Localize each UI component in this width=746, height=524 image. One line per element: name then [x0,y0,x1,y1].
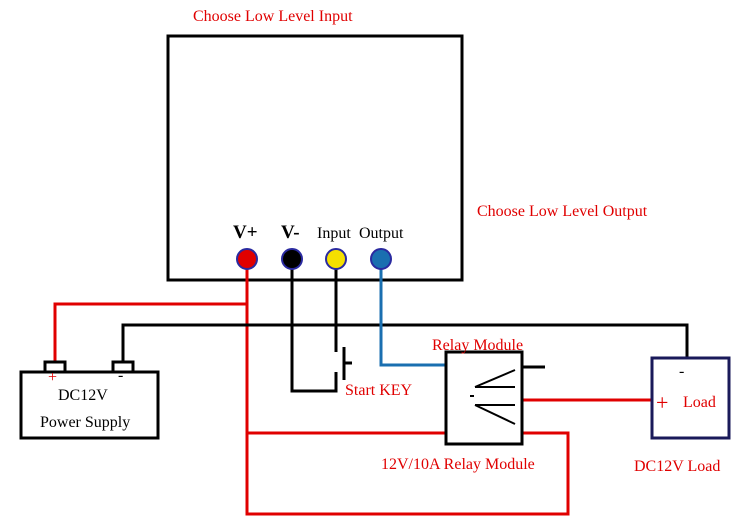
load-label: Load [683,394,716,411]
choose-low-output-label: Choose Low Level Output [477,203,648,220]
terminal-output [370,248,392,270]
supply-plus-label: + [48,369,57,386]
choose-low-input-label: Choose Low Level Input [193,8,353,25]
vplus-label: V+ [233,222,258,243]
relay-module [444,350,524,446]
terminal-vplus [236,248,258,270]
input-label: Input [317,225,351,242]
start-key-label: Start KEY [345,382,413,399]
wire-output [379,259,446,367]
supply-line2-label: Power Supply [40,414,130,431]
vminus-label: V- [281,222,300,243]
wire-positive [53,259,652,516]
start-key-switch [342,347,352,380]
load-minus-label: - [679,363,684,380]
terminal-input [325,248,347,270]
wire-ground [121,259,689,393]
load-caption: DC12V Load [634,458,720,475]
output-label: Output [359,225,404,242]
load-plus-label: + [656,390,668,415]
relay-module-label: Relay Module [432,337,523,354]
supply-line1-label: DC12V [58,387,108,404]
controller-box [166,34,464,282]
load-box [650,356,731,440]
terminal-vminus [281,248,303,270]
power-supply [19,360,160,440]
relay-module-caption: 12V/10A Relay Module [381,456,535,473]
supply-minus-label: - [118,367,123,384]
